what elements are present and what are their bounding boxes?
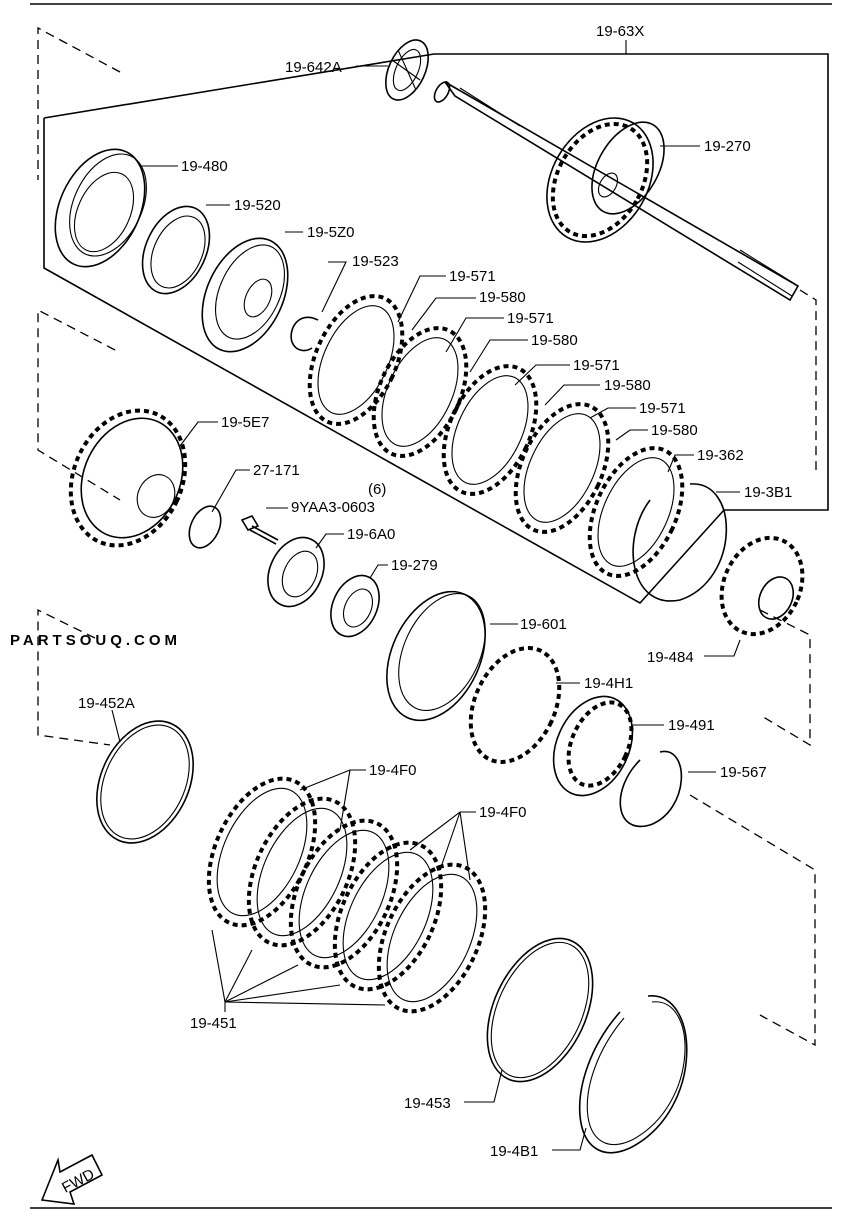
part-19-601-drum bbox=[386, 590, 486, 722]
part-19-5E7-gear bbox=[68, 408, 188, 548]
watermark: PARTSOUQ.COM bbox=[10, 632, 181, 649]
part-19-6A0 bbox=[267, 536, 325, 608]
clutch-plates-lower bbox=[206, 776, 488, 1014]
label-19-279: 19-279 bbox=[391, 557, 438, 574]
part-19-4H1-plate bbox=[468, 646, 562, 764]
label-qty-6: (6) bbox=[368, 481, 386, 498]
part-19-279 bbox=[330, 574, 380, 638]
part-19-523-snap-ring bbox=[290, 316, 319, 352]
dashed-guides bbox=[37, 26, 817, 1047]
fwd-arrow: FWD bbox=[40, 1153, 104, 1205]
part-19-5Z0-piston bbox=[201, 237, 289, 353]
part-19-453-plate bbox=[486, 937, 594, 1083]
part-9YAA3-0603-bolt bbox=[240, 515, 279, 545]
label-19-642A: 19-642A bbox=[285, 59, 342, 76]
part-19-491 bbox=[552, 695, 634, 797]
label-19-4F0-b: 19-4F0 bbox=[479, 804, 527, 821]
label-9YAA3-0603: 9YAA3-0603 bbox=[291, 499, 375, 516]
leader-lines bbox=[111, 40, 741, 1151]
label-19-63X: 19-63X bbox=[596, 23, 644, 40]
clutch-plates-upper bbox=[307, 294, 685, 578]
part-19-4B1-snap-ring bbox=[578, 995, 688, 1154]
part-19-520 bbox=[141, 205, 211, 295]
label-19-452A: 19-452A bbox=[78, 695, 135, 712]
part-19-642A-bearing bbox=[385, 39, 429, 101]
label-19-571-a: 19-571 bbox=[449, 268, 496, 285]
part-19-3B1-snap-ring bbox=[632, 483, 728, 602]
label-19-580-b: 19-580 bbox=[531, 332, 578, 349]
part-19-484-gear bbox=[719, 535, 805, 637]
label-19-3B1: 19-3B1 bbox=[744, 484, 792, 501]
label-19-571-d: 19-571 bbox=[639, 400, 686, 417]
label-19-491: 19-491 bbox=[668, 717, 715, 734]
label-19-523: 19-523 bbox=[352, 253, 399, 270]
part-27-171-ring bbox=[188, 505, 222, 549]
label-19-571-c: 19-571 bbox=[573, 357, 620, 374]
label-19-451: 19-451 bbox=[190, 1015, 237, 1032]
part-labels: 19-63X 19-642A 19-270 19-480 19-520 19-5… bbox=[78, 23, 792, 1160]
label-27-171: 27-171 bbox=[253, 462, 300, 479]
label-19-6A0: 19-6A0 bbox=[347, 526, 395, 543]
label-19-567: 19-567 bbox=[720, 764, 767, 781]
part-19-63X-shaft bbox=[433, 81, 800, 302]
label-19-4H1: 19-4H1 bbox=[584, 675, 633, 692]
assembly-frame bbox=[43, 53, 829, 605]
label-19-4F0-a: 19-4F0 bbox=[369, 762, 417, 779]
part-19-270-drum bbox=[546, 117, 665, 243]
part-19-452A-ring bbox=[96, 720, 194, 844]
part-19-480 bbox=[54, 148, 147, 268]
label-19-453: 19-453 bbox=[404, 1095, 451, 1112]
label-19-580-a: 19-580 bbox=[479, 289, 526, 306]
label-19-5Z0: 19-5Z0 bbox=[307, 224, 355, 241]
label-19-5E7: 19-5E7 bbox=[221, 414, 269, 431]
label-19-480: 19-480 bbox=[181, 158, 228, 175]
label-19-270: 19-270 bbox=[704, 138, 751, 155]
part-19-567-snap-ring bbox=[619, 750, 683, 828]
label-19-362: 19-362 bbox=[697, 447, 744, 464]
label-19-580-c: 19-580 bbox=[604, 377, 651, 394]
label-19-580-d: 19-580 bbox=[651, 422, 698, 439]
label-19-520: 19-520 bbox=[234, 197, 281, 214]
label-19-4B1: 19-4B1 bbox=[490, 1143, 538, 1160]
label-19-601: 19-601 bbox=[520, 616, 567, 633]
label-19-484: 19-484 bbox=[647, 649, 694, 666]
label-19-571-b: 19-571 bbox=[507, 310, 554, 327]
